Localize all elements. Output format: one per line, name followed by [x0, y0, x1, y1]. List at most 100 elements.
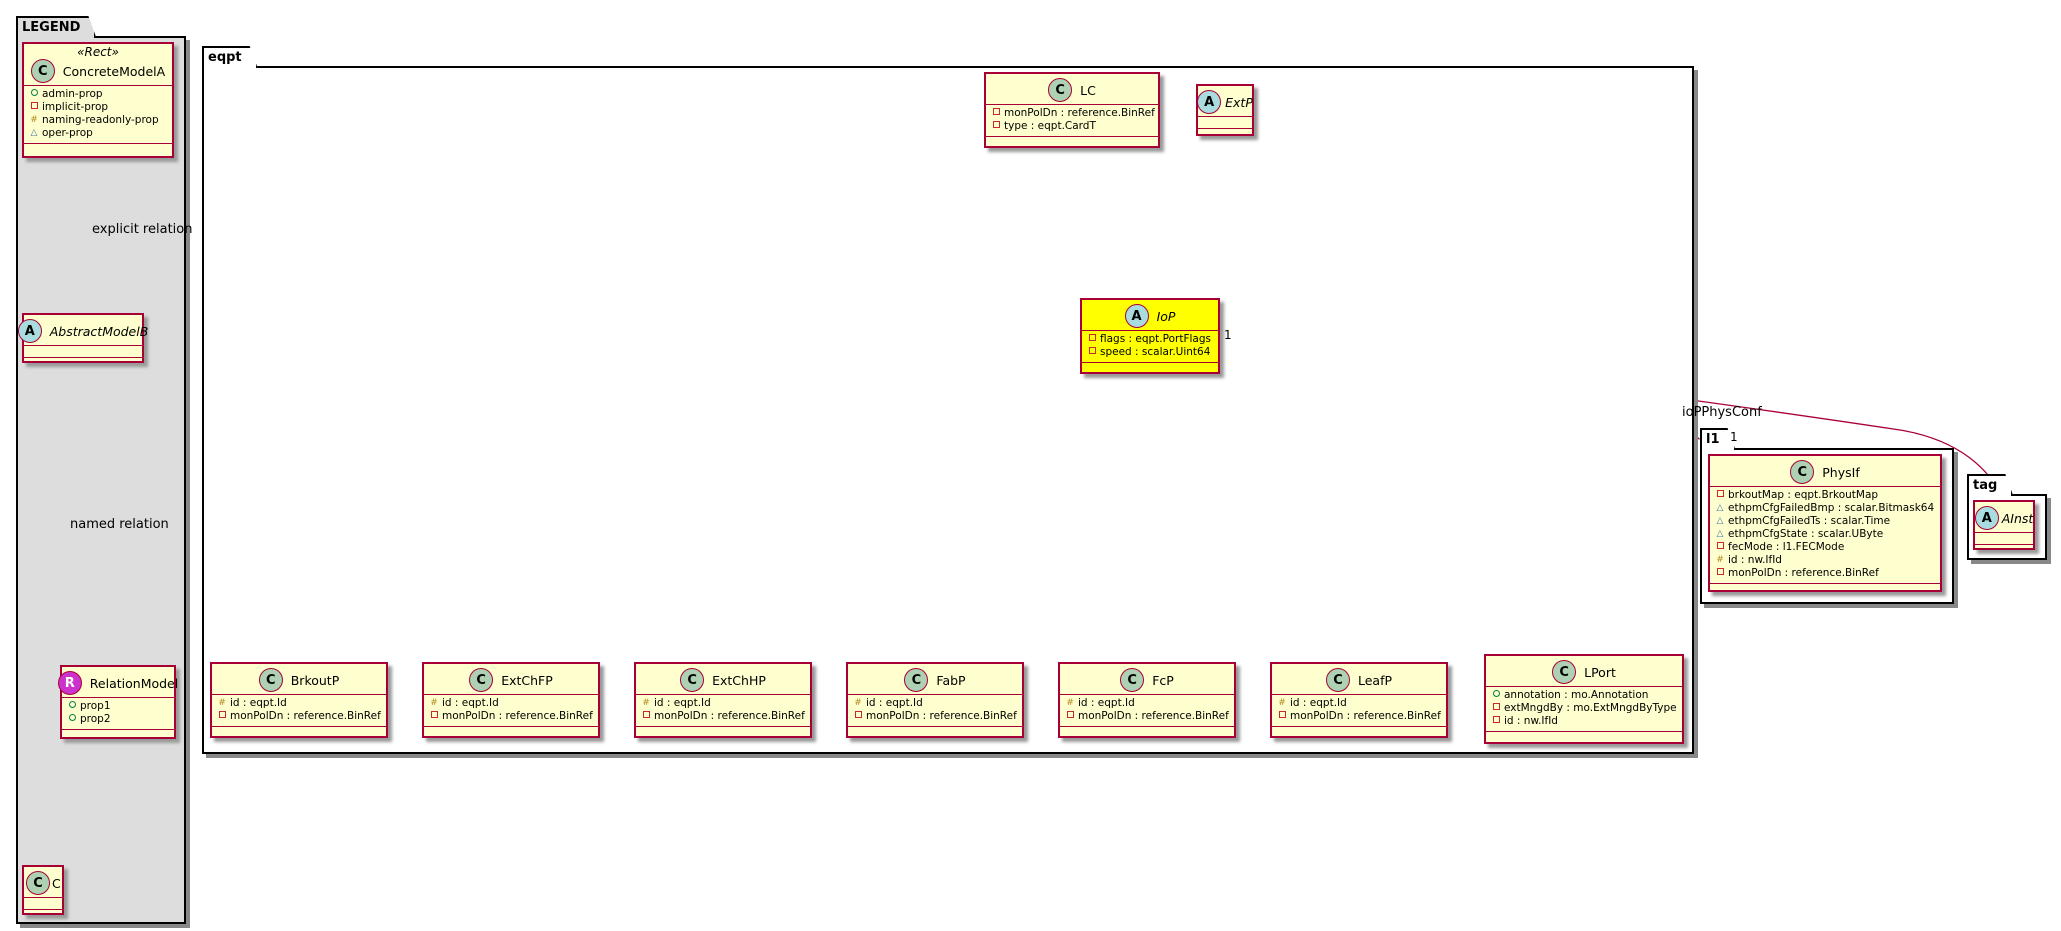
class-icon: C — [1790, 460, 1815, 484]
abstract-class-icon: A — [1974, 506, 1999, 530]
physif-attr: monPolDn : reference.BinRef — [1728, 567, 1879, 579]
physif-attr: brkoutMap : eqpt.BrkoutMap — [1728, 489, 1879, 501]
iop-name: IoP — [1156, 308, 1176, 324]
eqpt-package: eqpt — [202, 66, 1694, 754]
relation-attr: prop2 — [80, 713, 111, 725]
ainst-name: AInst — [2001, 510, 2034, 526]
fabp-attr: monPolDn : reference.BinRef — [866, 710, 1017, 722]
iop-physconf-label: ioPPhysConf — [1682, 405, 1762, 420]
relation-class-icon: R — [57, 671, 82, 695]
protected-icon — [1716, 554, 1724, 567]
private-icon — [1492, 715, 1500, 728]
extchhp-attr: monPolDn : reference.BinRef — [654, 710, 805, 722]
protected-icon — [30, 114, 38, 127]
private-icon — [854, 710, 862, 723]
physif-attr: ethpmCfgFailedBmp : scalar.Bitmask64 — [1728, 502, 1935, 514]
physif-attr: ethpmCfgState : scalar.UByte — [1728, 528, 1884, 540]
brkoutp-attr: id : eqpt.Id — [230, 697, 287, 709]
extchfp-attr: id : eqpt.Id — [442, 697, 499, 709]
relation-model-class[interactable]: R RelationModel prop1 prop2 — [57, 665, 179, 739]
abstract-class-icon: A — [1124, 304, 1149, 328]
package-private-icon — [1716, 528, 1724, 541]
class-icon: C — [26, 871, 50, 895]
extchfp-name: ExtChFP — [501, 672, 553, 688]
package-private-icon — [1716, 515, 1724, 528]
class-icon: C — [258, 668, 283, 692]
leafp-name: LeafP — [1357, 672, 1393, 688]
physif-class[interactable]: C PhysIf brkoutMap : eqpt.BrkoutMap ethpm… — [1708, 454, 1942, 592]
lport-attr: annotation : mo.Annotation — [1504, 689, 1649, 701]
c-class-name: C — [52, 875, 61, 891]
concrete-model-stereotype: «Rect» — [77, 45, 119, 59]
brkoutp-name: BrkoutP — [290, 672, 340, 688]
relation-model-name: RelationModel — [89, 675, 179, 691]
fabp-class[interactable]: C FabP id : eqpt.Id monPolDn : reference.… — [846, 662, 1024, 738]
private-icon — [1716, 489, 1724, 502]
extp-name: ExtP — [1225, 94, 1253, 110]
relation-attr: prop1 — [80, 700, 111, 712]
protected-icon — [218, 697, 226, 710]
package-private-icon — [30, 127, 38, 140]
fabp-name: FabP — [936, 672, 966, 688]
protected-icon — [430, 697, 438, 710]
explicit-relation-label: explicit relation — [92, 222, 193, 237]
concrete-attr: naming-readonly-prop — [42, 114, 159, 126]
concrete-attr: implicit-prop — [42, 101, 109, 113]
lport-attr: extMngdBy : mo.ExtMngdByType — [1504, 702, 1677, 714]
class-icon: C — [1120, 668, 1145, 692]
protected-icon — [1278, 697, 1286, 710]
iop-class[interactable]: A IoP flags : eqpt.PortFlags speed : scal… — [1080, 298, 1220, 374]
private-icon — [30, 101, 38, 114]
leafp-attr: monPolDn : reference.BinRef — [1290, 710, 1441, 722]
iop-attr: flags : eqpt.PortFlags — [1100, 333, 1211, 345]
fcp-attr: id : eqpt.Id — [1078, 697, 1135, 709]
private-icon — [430, 710, 438, 723]
physif-attr: ethpmCfgFailedTs : scalar.Time — [1728, 515, 1891, 527]
abstract-class-icon: A — [1197, 90, 1222, 114]
abstract-class-icon: A — [17, 319, 42, 343]
protected-icon — [1066, 697, 1074, 710]
leafp-attr: id : eqpt.Id — [1290, 697, 1347, 709]
private-icon — [992, 107, 1000, 120]
leafp-class[interactable]: C LeafP id : eqpt.Id monPolDn : reference… — [1270, 662, 1448, 738]
lc-attr: type : eqpt.CardT — [1004, 120, 1096, 132]
concrete-model-name: ConcreteModelA — [62, 63, 166, 79]
public-icon — [1492, 689, 1500, 702]
class-icon: C — [1552, 660, 1577, 684]
public-icon — [30, 88, 38, 101]
public-icon — [68, 713, 76, 726]
class-icon: C — [1325, 668, 1350, 692]
concrete-attr: oper-prop — [42, 127, 93, 139]
extchhp-attr: id : eqpt.Id — [654, 697, 711, 709]
physif-attr: id : nw.IfId — [1728, 554, 1782, 566]
lc-name: LC — [1080, 82, 1096, 98]
tag-package-label: tag — [1967, 474, 2013, 496]
legend-package: LEGEND — [16, 36, 186, 924]
private-icon — [642, 710, 650, 723]
extchhp-name: ExtChHP — [712, 672, 766, 688]
private-icon — [218, 710, 226, 723]
concrete-attr: admin-prop — [42, 88, 103, 100]
class-icon: C — [469, 668, 494, 692]
physif-attr: fecMode : l1.FECMode — [1728, 541, 1845, 553]
class-icon: C — [904, 668, 929, 692]
package-private-icon — [1716, 502, 1724, 515]
iop-attr: speed : scalar.Uint64 — [1100, 346, 1211, 358]
private-icon — [1716, 567, 1724, 580]
private-icon — [1066, 710, 1074, 723]
fabp-attr: id : eqpt.Id — [866, 697, 923, 709]
private-icon — [1716, 541, 1724, 554]
physif-name: PhysIf — [1822, 464, 1860, 480]
private-icon — [1492, 702, 1500, 715]
